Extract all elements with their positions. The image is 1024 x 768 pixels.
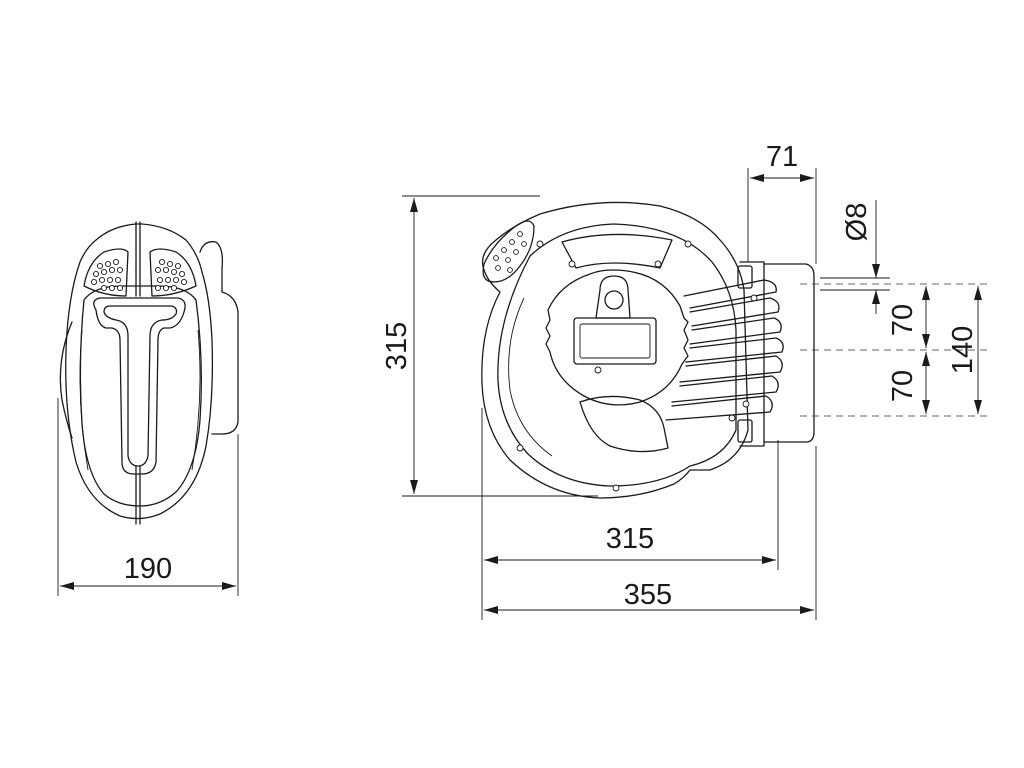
side-view-left-vent bbox=[83, 248, 129, 297]
front-view-lower-cutout bbox=[579, 395, 669, 453]
front-view-handle bbox=[482, 220, 535, 283]
dimension-70-lower: 70 bbox=[887, 352, 930, 414]
front-view-screws bbox=[516, 240, 758, 492]
dimension-label-355: 355 bbox=[624, 579, 672, 611]
side-view-handle-inner bbox=[103, 305, 178, 467]
side-view-housing bbox=[65, 223, 214, 520]
side-view-right-vent bbox=[149, 248, 197, 297]
front-view-drum-hub bbox=[545, 269, 689, 406]
dimension-hole-diameter: Ø8 bbox=[820, 200, 890, 314]
front-view-inner-contour bbox=[497, 223, 737, 487]
dimension-label-190: 190 bbox=[124, 553, 172, 585]
dimension-315-height: 315 bbox=[381, 195, 598, 497]
side-view-rear-shell bbox=[59, 321, 73, 439]
dimension-label-70-upper: 70 bbox=[887, 304, 919, 336]
side-view-bracket bbox=[199, 241, 239, 435]
dimension-71: 71 bbox=[747, 141, 817, 264]
side-view-seam-right bbox=[191, 329, 201, 471]
front-view-hose-coils bbox=[665, 279, 784, 421]
front-view-bracket-lug-top bbox=[737, 265, 753, 289]
dimension-190: 190 bbox=[57, 398, 239, 596]
dimension-315-width: 315 bbox=[481, 408, 779, 620]
front-view-handle-vent-holes bbox=[493, 231, 527, 273]
dimension-label-70-lower: 70 bbox=[887, 370, 919, 402]
front-view-display-inner bbox=[579, 323, 651, 359]
front-view-wall-bracket bbox=[739, 261, 765, 447]
front-view-top-window bbox=[561, 233, 673, 269]
front-view-housing bbox=[481, 201, 749, 499]
dimension-140: 140 bbox=[947, 286, 982, 414]
front-view-crescent bbox=[508, 297, 553, 457]
dimension-label-71: 71 bbox=[766, 141, 798, 173]
front-view-pivot-bolt bbox=[604, 290, 624, 310]
dimension-355: 355 bbox=[484, 446, 817, 620]
dimension-label-hole-diameter: Ø8 bbox=[841, 203, 873, 242]
side-view-right-vent-holes bbox=[154, 258, 188, 292]
front-view-bracket-plate bbox=[763, 263, 815, 443]
front-view-display-window bbox=[573, 317, 657, 365]
hole-centerlines bbox=[800, 283, 990, 417]
side-view-left-vent-holes bbox=[90, 258, 124, 292]
front-view-bracket-lug-bottom bbox=[737, 419, 753, 443]
side-view-seam-left bbox=[79, 329, 89, 471]
dimension-label-140: 140 bbox=[947, 326, 979, 374]
side-view-handle bbox=[93, 297, 186, 475]
front-view bbox=[481, 201, 815, 499]
front-view-pivot-arm bbox=[595, 275, 631, 319]
dimension-label-315-width: 315 bbox=[606, 523, 654, 555]
side-view bbox=[59, 221, 239, 525]
dimension-70-upper: 70 bbox=[887, 286, 930, 348]
dimension-label-315-height: 315 bbox=[381, 322, 413, 370]
